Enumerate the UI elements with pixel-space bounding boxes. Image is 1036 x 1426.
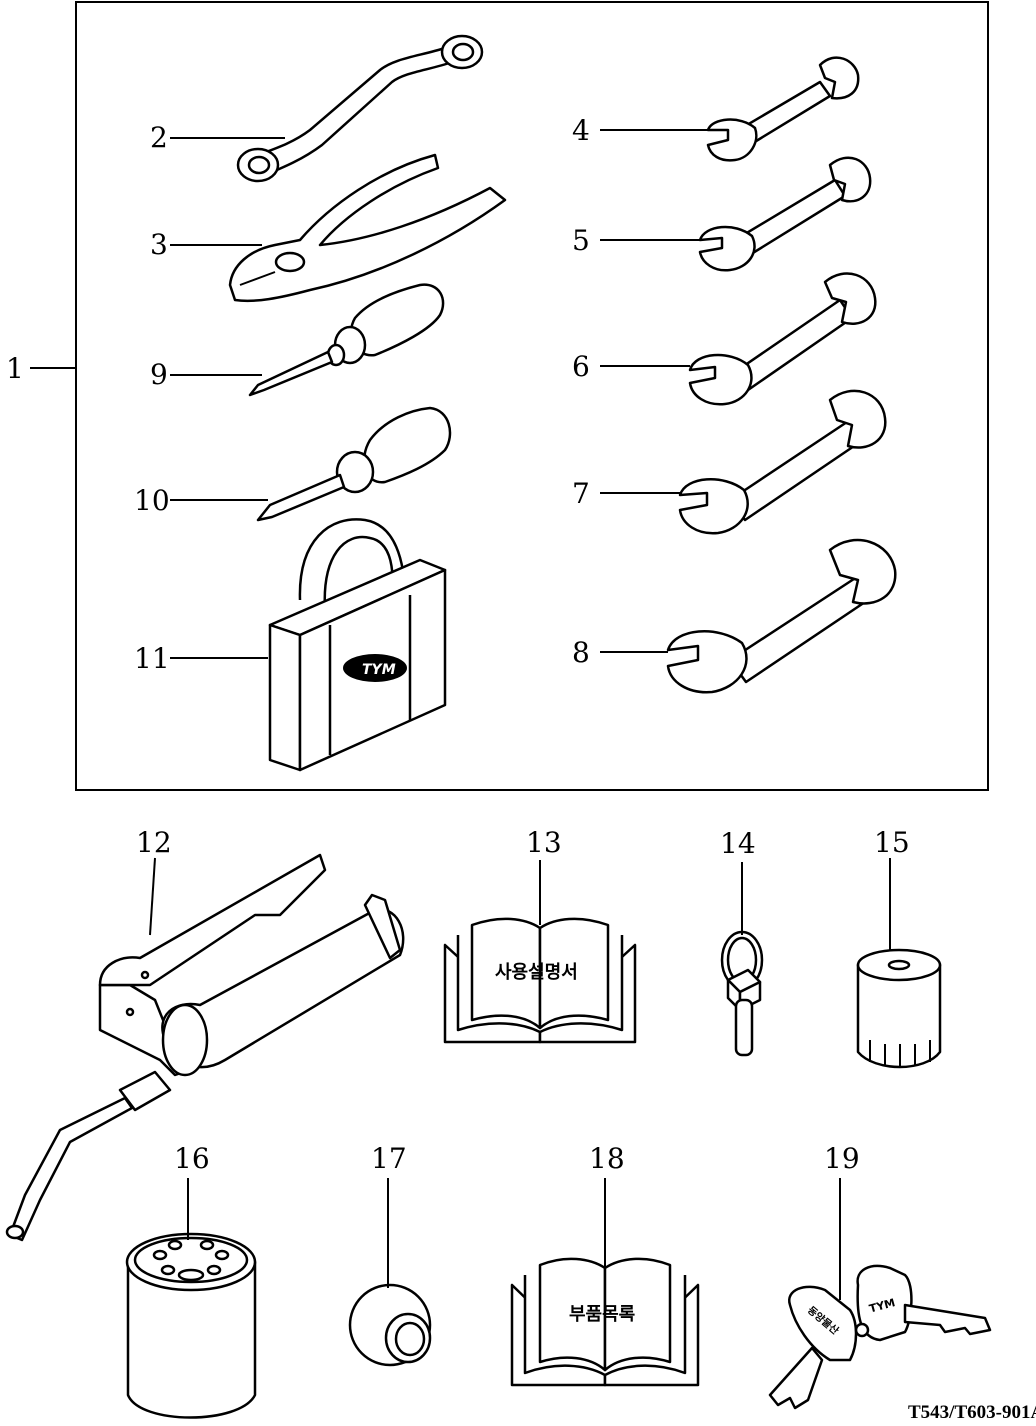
wrench-8 (666, 538, 897, 694)
callout-2: 2 (150, 121, 168, 154)
callout-1: 1 (6, 352, 24, 385)
callout-3: 3 (150, 228, 168, 261)
filter-15 (856, 948, 942, 1069)
leader-12 (149, 857, 156, 936)
callout-16: 16 (174, 1142, 210, 1175)
callout-4: 4 (572, 114, 590, 147)
box-wrench (236, 34, 484, 183)
wrench-4 (706, 56, 860, 162)
lock-pin (720, 930, 764, 1057)
filter-16 (125, 1232, 257, 1419)
callout-12: 12 (136, 826, 172, 859)
bag-logo: TYM (362, 662, 396, 678)
callout-19: 19 (824, 1142, 860, 1175)
callout-14: 14 (720, 827, 756, 860)
keys: TYM 동양물산 (768, 1264, 992, 1410)
callout-11: 11 (134, 642, 170, 675)
callout-18: 18 (589, 1142, 625, 1175)
grease-gun (5, 853, 405, 1242)
callout-8: 8 (572, 636, 590, 669)
callout-15: 15 (874, 826, 910, 859)
callout-5: 5 (572, 224, 590, 257)
callout-13: 13 (526, 826, 562, 859)
operators-manual: 사용설명서 (443, 917, 637, 1044)
callout-9: 9 (150, 358, 168, 391)
pliers (228, 153, 507, 303)
figure-code: T543/T603-901A (908, 1402, 1036, 1423)
parts-catalog: 부품목록 (510, 1257, 700, 1387)
callout-17: 17 (371, 1142, 407, 1175)
phillips-screwdriver (248, 283, 445, 397)
manual-title: 사용설명서 (495, 962, 578, 983)
wrench-5 (698, 156, 872, 272)
callout-7: 7 (572, 477, 590, 510)
wrench-7 (678, 389, 887, 535)
catalog-title: 부품목록 (569, 1304, 635, 1325)
ball-17 (348, 1283, 432, 1367)
callout-10: 10 (134, 484, 170, 517)
tool-bag: TYM (268, 518, 447, 772)
wrench-6 (688, 272, 877, 406)
tool-kit-frame (75, 1, 989, 791)
flat-screwdriver (256, 406, 452, 522)
callout-6: 6 (572, 350, 590, 383)
